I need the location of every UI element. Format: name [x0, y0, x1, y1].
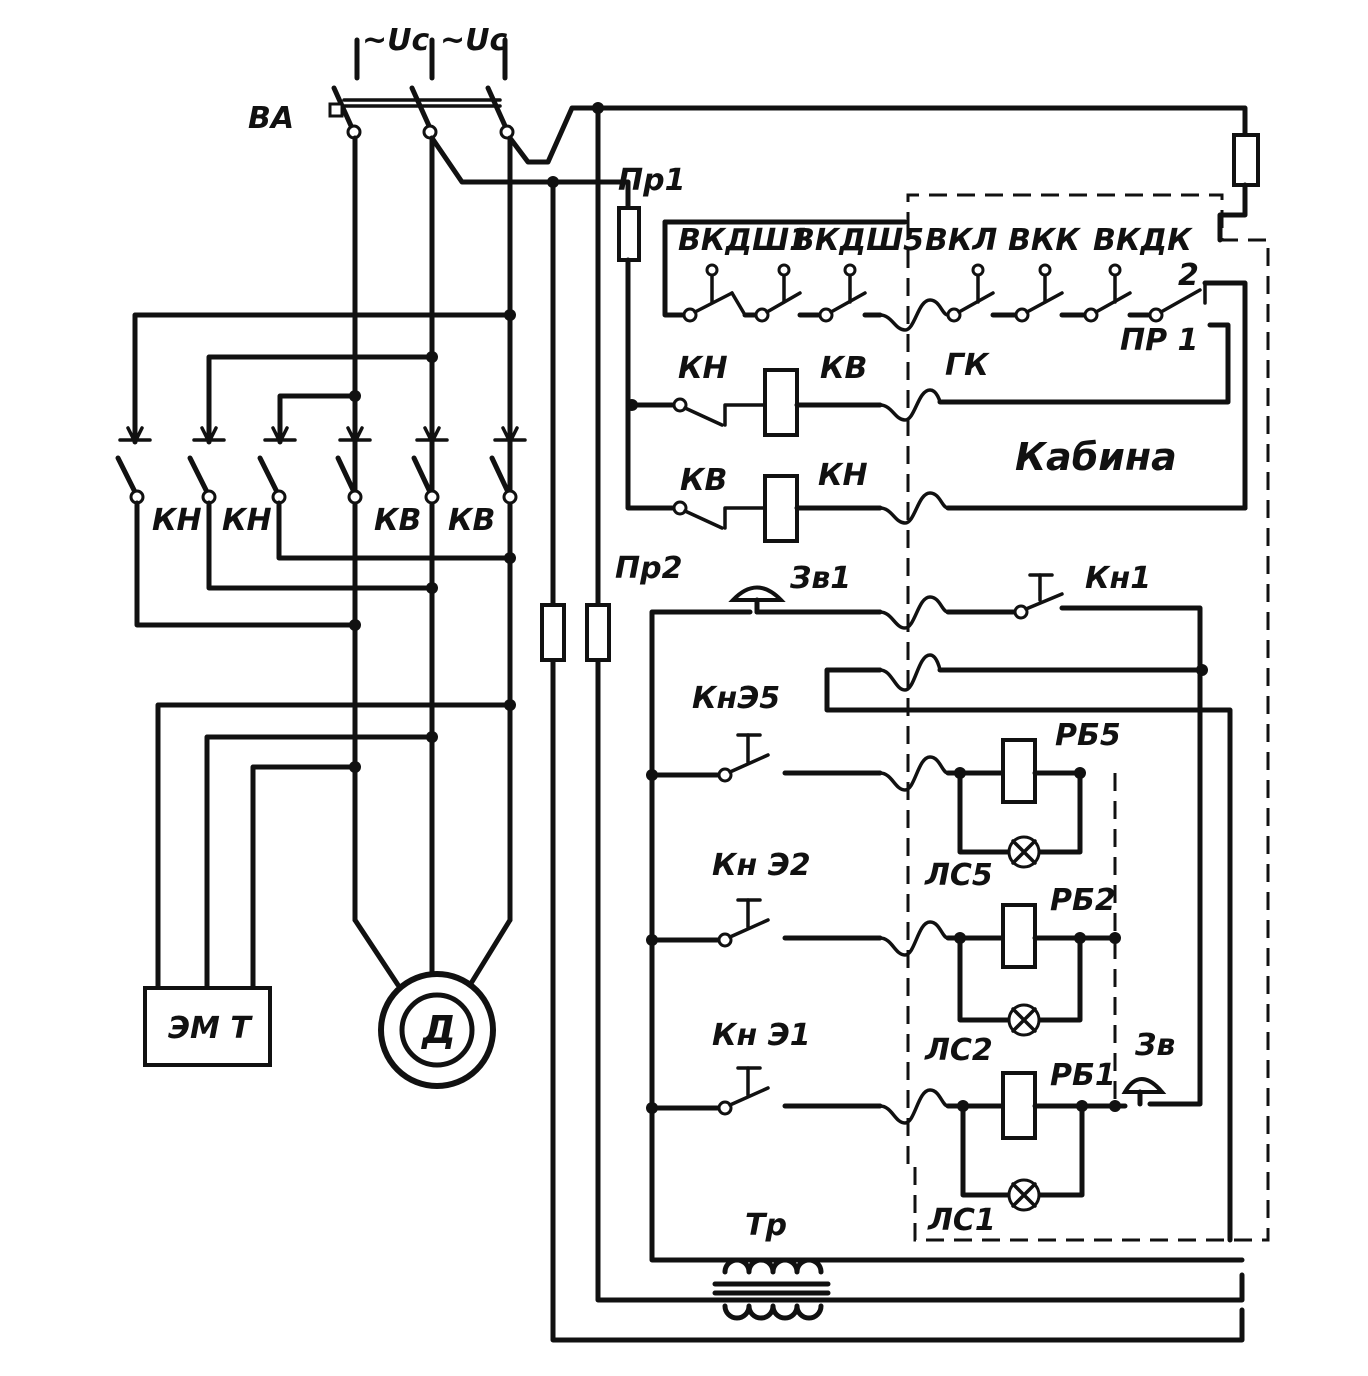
door-switch-chain	[682, 263, 1248, 511]
label-relay-5: РБ5	[1055, 718, 1121, 753]
label-switch-5: ВКДК	[1093, 223, 1193, 258]
label-call-5: КнЭ5	[692, 681, 780, 716]
label-motor: Д	[421, 1008, 456, 1052]
label-lamp-1: ЛС1	[927, 1203, 996, 1238]
transformer	[712, 1257, 831, 1321]
label-bell-bottom: Зв	[1134, 1028, 1175, 1063]
bell-zv1	[728, 585, 786, 615]
label-supply-a: ~Uс	[362, 23, 429, 58]
label-call-2: Кн Э2	[712, 848, 811, 883]
label-lamp-5: ЛС5	[924, 858, 993, 893]
labels: ~Uс ~Uс ВА Пр1 Пр2 ПР 1 КН КН КВ КВ ВКДШ…	[152, 23, 1199, 1243]
label-contactor-4: КВ	[448, 503, 495, 538]
fuse-pr2-right	[585, 603, 611, 662]
label-row2-contact: КВ	[680, 463, 727, 498]
coil-kv	[763, 368, 799, 437]
label-brake: ЭМ Т	[168, 1011, 253, 1046]
label-contactor-1: КН	[152, 503, 202, 538]
fuse-pr2-left	[540, 603, 566, 662]
label-switch-2: ВКДШ5	[792, 223, 924, 258]
label-switch-1: ВКДШ1	[678, 223, 810, 258]
label-row2-coil: КН	[818, 458, 868, 493]
coil-kn	[763, 474, 799, 543]
label-cabin: Кабина	[1015, 435, 1177, 479]
label-row1-contact: КН	[678, 351, 728, 386]
call-row-5	[646, 733, 1086, 869]
call-row-2	[646, 898, 1121, 1037]
label-breaker: ВА	[248, 101, 294, 136]
label-switch-6: 2	[1178, 258, 1199, 293]
brake-box	[143, 986, 272, 1067]
fuse-top-right	[1232, 133, 1260, 187]
label-fuse-pr2: Пр2	[615, 551, 682, 586]
contactor-arrows	[118, 426, 527, 444]
label-bell-top: Зв1	[789, 561, 851, 596]
label-transformer: Тр	[745, 1208, 787, 1243]
label-row1-terminal: ГК	[945, 348, 990, 383]
label-relay-2: РБ2	[1050, 883, 1116, 918]
label-switch-4: ВКК	[1008, 223, 1081, 258]
label-call-1: Кн Э1	[712, 1018, 811, 1053]
fuse-pr1	[617, 206, 641, 262]
label-contactor-2: КН	[222, 503, 272, 538]
label-switch-3: ВКЛ	[925, 223, 997, 258]
label-relay-1: РБ1	[1050, 1058, 1116, 1093]
power-circuit	[115, 37, 1248, 1089]
call-row-1	[646, 1066, 1167, 1212]
motor-inner	[399, 992, 475, 1068]
label-contactor-3: КВ	[374, 503, 421, 538]
label-lamp-2: ЛС2	[924, 1033, 993, 1068]
label-supply-b: ~Uс	[440, 23, 507, 58]
control-circuit	[540, 102, 1270, 1343]
label-button-top: Кн1	[1085, 561, 1151, 596]
label-fuse-pr1-right: ПР 1	[1120, 323, 1198, 358]
label-row1-coil: КВ	[820, 351, 867, 386]
label-fuse-pr1: Пр1	[618, 163, 685, 198]
